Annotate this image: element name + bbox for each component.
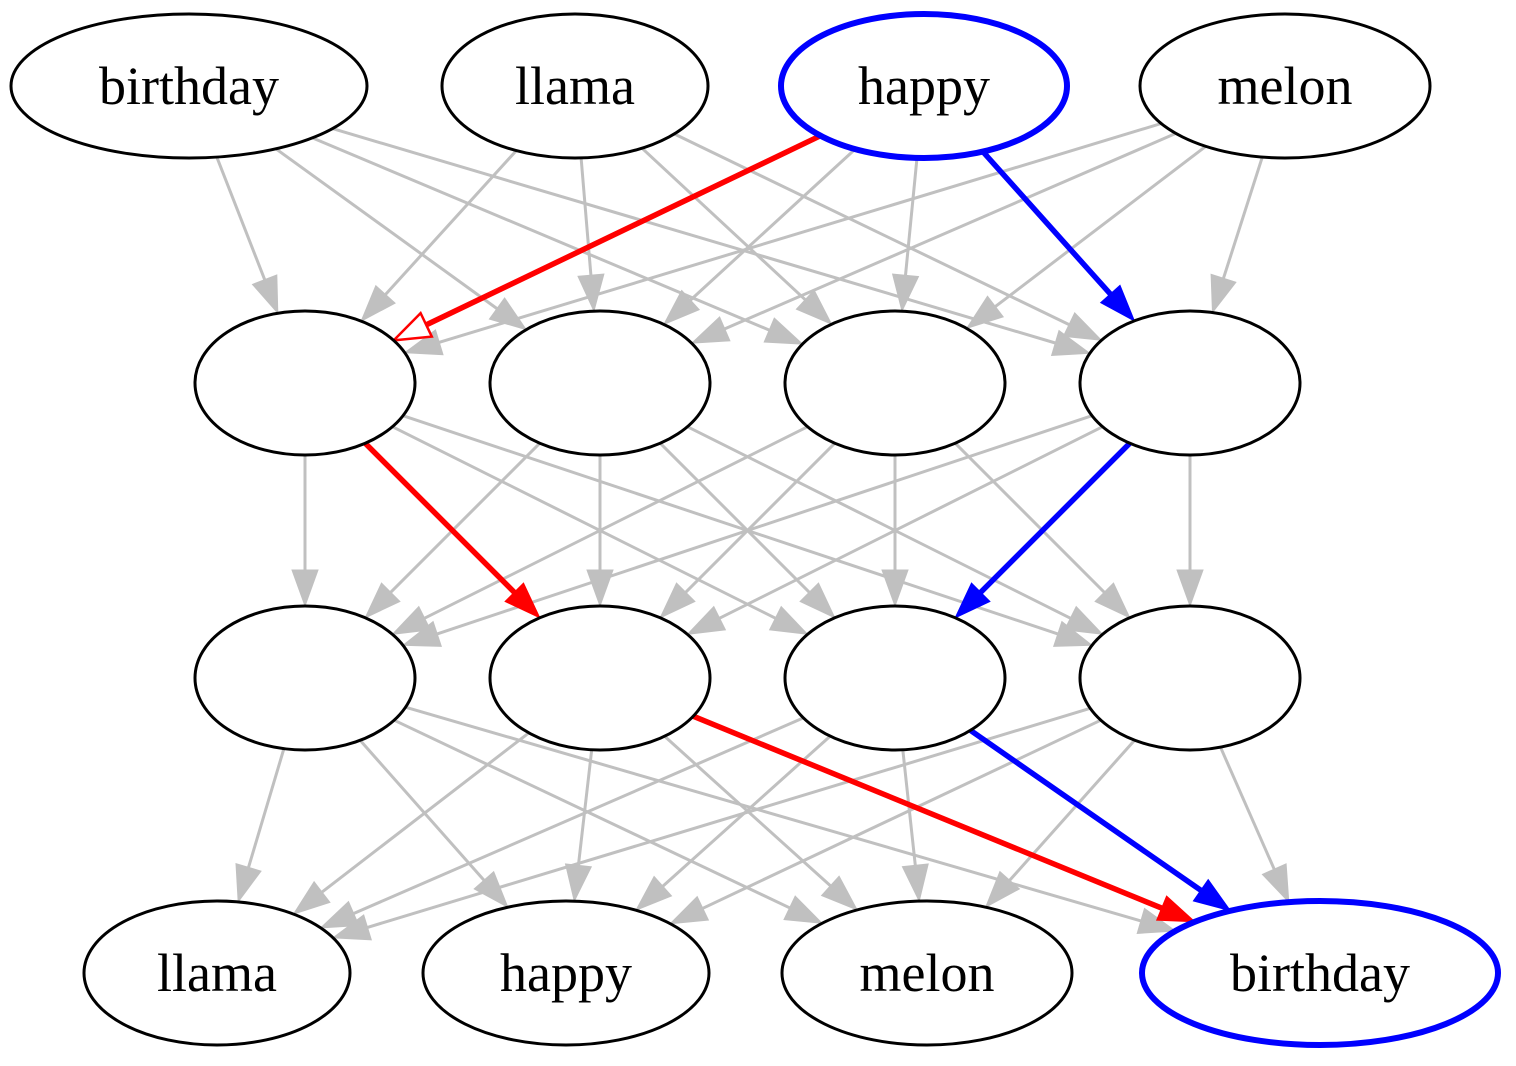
- node-h2_3: [1078, 604, 1302, 752]
- edge-h2_3-out3: [1219, 746, 1290, 904]
- node-label: birthday: [1230, 943, 1410, 1003]
- edge-h2_0-out0: [235, 748, 286, 904]
- highlighted-edge-h1_3-h2_2: [954, 441, 1132, 619]
- highlighted-edge-h2_2-out3: [968, 728, 1232, 912]
- node-h1_2: [783, 309, 1007, 457]
- edge-in3-h1_2: [965, 145, 1207, 330]
- edge-h1_0-h2_0: [291, 455, 319, 608]
- edge-h1_3-h2_0: [401, 414, 1093, 647]
- node-h1_0: [193, 309, 417, 457]
- edge-h1_1-h2_3: [686, 425, 1104, 635]
- node-in2: happy: [778, 11, 1070, 161]
- edge-h2_1-out0: [292, 731, 530, 916]
- node-h1_1: [488, 309, 712, 457]
- node-in3: melon: [1138, 12, 1432, 160]
- node-label: happy: [858, 56, 990, 116]
- node-label: llama: [157, 943, 277, 1003]
- edge-h2_1-out1: [564, 749, 594, 903]
- edge-in0-h1_1: [275, 147, 528, 331]
- edge-in2-h1_2: [891, 157, 920, 313]
- edge-h1_0-h2_2: [391, 425, 809, 635]
- highlighted-edge-in2-h1_0: [390, 133, 822, 342]
- edge-h1_3-h2_3: [1176, 455, 1204, 608]
- edge-h1_2-h2_0: [391, 425, 809, 635]
- edge-h2_0-out2: [393, 718, 824, 924]
- edge-h1_0-h2_3: [402, 414, 1094, 647]
- edge-in3-h1_0: [403, 122, 1162, 356]
- node-h2_1: [488, 604, 712, 752]
- edge-in1-h1_1: [577, 157, 605, 313]
- node-h1_3: [1078, 309, 1302, 457]
- node-out3: birthday: [1139, 898, 1501, 1048]
- edge-h2_3-out1: [668, 718, 1102, 925]
- node-in1: llama: [440, 12, 710, 160]
- edge-in3-h1_3: [1210, 156, 1264, 314]
- edge-h1_2-h2_3: [954, 442, 1131, 619]
- edge-in1-h1_3: [673, 132, 1103, 341]
- edge-h2_3-out0: [331, 706, 1091, 941]
- edge-in2-h1_1: [662, 147, 857, 326]
- node-label: llama: [515, 56, 635, 116]
- node-label: melon: [860, 943, 995, 1003]
- node-layer: birthday llama happy melon llama happy melon bi…: [9, 11, 1501, 1048]
- edge-in0-h1_3: [332, 127, 1092, 357]
- node-label: happy: [500, 943, 632, 1003]
- edge-h1_2-h2_2: [881, 455, 909, 608]
- highlighted-edge-h1_0-h2_1: [363, 441, 541, 619]
- node-out2: melon: [780, 899, 1074, 1047]
- edge-h1_1-h2_2: [659, 442, 836, 619]
- edge-in0-h1_0: [215, 156, 279, 315]
- edge-h2_1-out2: [663, 735, 859, 911]
- edge-layer-highlighted: [363, 133, 1232, 923]
- node-in0: birthday: [9, 12, 369, 160]
- edge-in3-h1_1: [690, 132, 1177, 344]
- node-out1: happy: [421, 899, 711, 1047]
- edge-in0-h1_2: [311, 136, 804, 345]
- edge-in1-h1_0: [360, 149, 518, 323]
- highlighted-edge-h2_1-out3: [692, 713, 1197, 923]
- edge-h1_1-h2_0: [364, 442, 541, 619]
- edge-layer-gray: [215, 122, 1290, 941]
- edge-h2_2-out2: [901, 749, 929, 903]
- node-out0: llama: [82, 899, 352, 1047]
- highlighted-edge-in2-h1_3: [980, 149, 1136, 323]
- node-label: melon: [1218, 56, 1353, 116]
- edge-h1_2-h2_1: [659, 442, 836, 619]
- edge-h1_3-h2_1: [686, 425, 1104, 635]
- edge-h2_2-out0: [319, 716, 804, 929]
- node-label: birthday: [99, 56, 279, 116]
- node-h2_0: [193, 604, 417, 752]
- edge-in1-h1_2: [640, 147, 833, 326]
- node-h2_2: [783, 604, 1007, 752]
